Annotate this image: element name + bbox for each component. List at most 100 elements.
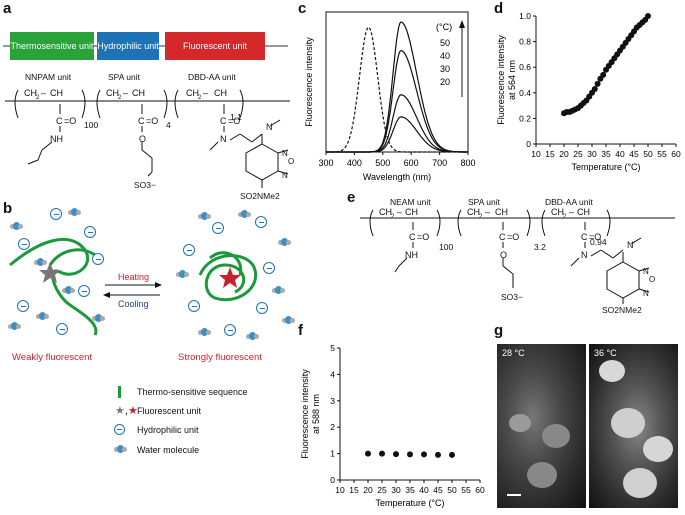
- hydrophilic-unit-icon: [50, 208, 62, 220]
- micrograph-28c: [497, 344, 586, 508]
- extended-chain-left-2: [48, 248, 96, 266]
- svg-text:CH: CH: [24, 88, 37, 98]
- svg-text:CH: CH: [106, 88, 119, 98]
- micrograph-28c-label: 28 °C: [502, 348, 525, 358]
- svg-text:C: C: [499, 232, 506, 242]
- x-tick-label: 20: [363, 485, 373, 495]
- x-tick-label: 40: [615, 149, 625, 159]
- svg-text:=O: =O: [146, 116, 158, 126]
- water-molecule-icon: [246, 332, 259, 341]
- water-molecule-icon: [198, 328, 211, 337]
- subscript-dbd-aa: 1.1: [230, 112, 242, 122]
- legend-title: (°C): [436, 22, 452, 32]
- legend-temperature: 30: [440, 64, 450, 74]
- svg-text:–: –: [203, 88, 208, 98]
- legend-thermo-text: Thermo-sensitive sequence: [137, 387, 248, 397]
- y-tick-label: 0: [330, 475, 335, 485]
- hydrophilic-unit-icon: [212, 222, 224, 234]
- svg-text:CH: CH: [186, 88, 199, 98]
- data-point: [594, 80, 601, 87]
- x-axis-label: Temperature (°C): [571, 162, 640, 172]
- x-tick-label: 35: [405, 485, 415, 495]
- data-point: [600, 71, 607, 78]
- cooling-label: Cooling: [118, 299, 149, 309]
- extended-chain-left: [9, 237, 98, 336]
- panel-label-d: d: [494, 0, 504, 17]
- x-tick-label: 25: [377, 485, 387, 495]
- svg-text:NH: NH: [50, 134, 63, 144]
- y-tick-label: 0.2: [519, 113, 531, 123]
- svg-text:=O: =O: [64, 116, 76, 126]
- x-tick-label: 55: [657, 149, 667, 159]
- so3-group-a: SO3−: [134, 180, 156, 190]
- hydrophilic-unit-icon: [263, 262, 275, 274]
- y-tick-label: 0.4: [519, 88, 531, 98]
- dbd-aa-unit-label-e: DBD-AA unit: [545, 197, 593, 207]
- svg-text:CH: CH: [50, 88, 63, 98]
- water-molecule-icon: [36, 312, 49, 321]
- svg-text:–: –: [397, 208, 402, 217]
- svg-text:–: –: [41, 88, 46, 98]
- y-tick-label: 5: [330, 343, 335, 353]
- subscript-neam: 100: [439, 242, 454, 252]
- legend-hydrophilic-icon: [114, 424, 125, 435]
- svg-text:2: 2: [36, 95, 40, 101]
- spectrum-curve-0: [326, 26, 468, 153]
- panel-label-g: g: [494, 322, 504, 339]
- data-point: [645, 13, 651, 19]
- svg-text:N: N: [627, 240, 634, 250]
- y-tick-label: 0: [526, 139, 531, 149]
- water-molecule-icon: [272, 286, 285, 295]
- svg-text:2: 2: [118, 95, 122, 101]
- data-point: [591, 85, 598, 92]
- water-molecule-icon: [278, 238, 291, 247]
- fluorescent-unit-red-star: [219, 267, 241, 288]
- fluorescent-unit-gray-star: [39, 262, 61, 283]
- svg-text:–: –: [485, 208, 490, 217]
- x-tick-label: 60: [671, 149, 681, 159]
- legend-water-icon: [114, 445, 127, 454]
- x-tick-label: 400: [347, 158, 362, 168]
- hydrophilic-unit-icon: [183, 244, 195, 256]
- svg-text:N: N: [643, 289, 649, 298]
- svg-text:C: C: [138, 116, 145, 126]
- water-molecule-icon: [282, 316, 295, 325]
- svg-text:N: N: [282, 149, 288, 158]
- x-tick-label: 10: [531, 149, 541, 159]
- svg-text:N: N: [581, 250, 588, 260]
- svg-text:=O: =O: [589, 232, 601, 242]
- svg-text:C: C: [220, 116, 227, 126]
- y-axis-label: Fluorescence intensity: [304, 37, 314, 127]
- svg-text:O: O: [288, 157, 294, 166]
- collapsed-globule-2: [209, 251, 243, 276]
- svg-text:C: C: [56, 116, 63, 126]
- subscript-nnpam: 100: [84, 120, 99, 130]
- y-tick-label: 0.8: [519, 37, 531, 47]
- hydrophilic-unit-icon: [84, 226, 96, 238]
- svg-text:C: C: [581, 232, 588, 242]
- panel-label-c: c: [298, 0, 307, 17]
- svg-text:=O: =O: [417, 232, 429, 242]
- panel-label-a: a: [3, 0, 12, 17]
- svg-text:=O: =O: [507, 232, 519, 242]
- subscript-spa-e: 3.2: [534, 242, 546, 252]
- svg-text:CH: CH: [379, 208, 392, 217]
- x-tick-label: 15: [349, 485, 359, 495]
- weakly-fluorescent-label: Weakly fluorescent: [12, 352, 93, 363]
- water-molecule-icon: [34, 258, 47, 267]
- data-point: [393, 451, 399, 458]
- panel-label-f: f: [298, 322, 303, 339]
- data-point: [449, 451, 455, 458]
- x-tick-label: 20: [559, 149, 569, 159]
- svg-text:=O: =O: [228, 116, 240, 126]
- nnpam-unit-label: NNPAM unit: [25, 72, 72, 82]
- hydrophilic-unit-icon: [92, 253, 104, 265]
- y-tick-label: 3: [330, 396, 335, 406]
- data-point: [365, 450, 371, 457]
- x-axis-label: Temperature (°C): [375, 498, 444, 508]
- water-molecule-icon: [10, 222, 23, 231]
